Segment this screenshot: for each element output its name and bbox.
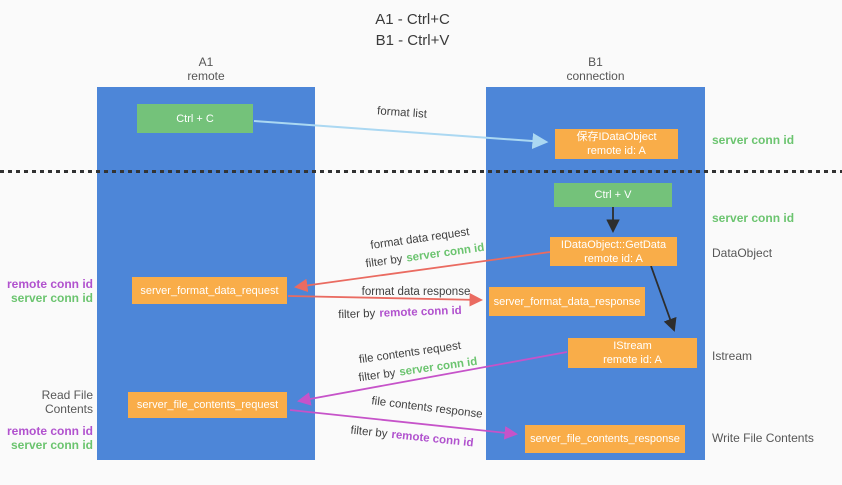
node-istream-line2: remote id: A xyxy=(603,354,662,366)
left-remote-conn-id-1: remote conn id xyxy=(6,277,93,291)
node-format-request-label: server_format_data_request xyxy=(140,284,279,297)
edge-label-format-data-response: format data response xyxy=(361,286,471,298)
lifeline-header-b1: B1 connection xyxy=(486,55,705,83)
lifeline-a1-name: A1 xyxy=(198,55,214,69)
node-getdata-line1: IDataObject::GetData xyxy=(560,238,667,251)
arrow-format-data-request xyxy=(293,251,551,293)
node-file-response-label: server_file_contents_response xyxy=(530,433,680,445)
clipboard-boundary-divider xyxy=(0,170,842,173)
node-format-response-label: server_format_data_response xyxy=(493,295,641,308)
arrow-file-contents-request xyxy=(297,351,568,406)
node-getdata-line2: remote id: A xyxy=(584,252,643,265)
left-remote-conn-id-2: remote conn id xyxy=(6,424,93,438)
node-server-format-data-response: server_format_data_response xyxy=(489,287,645,316)
node-istream: IStream remote id: A xyxy=(568,338,697,368)
node-server-file-contents-response: server_file_contents_response xyxy=(525,425,685,453)
arrow-format-list xyxy=(253,120,549,150)
node-server-format-data-request: server_format_data_request xyxy=(132,277,287,304)
node-idataobject-getdata: IDataObject::GetData remote id: A xyxy=(550,237,677,266)
title-line-b1: B1 - Ctrl+V xyxy=(375,32,450,49)
node-ctrl-v: Ctrl + V xyxy=(554,183,672,207)
right-write-file-contents: Write File Contents xyxy=(712,431,814,445)
title-line-a1: A1 - Ctrl+C xyxy=(375,11,450,28)
node-save-idataobject-line1: 保存IDataObject xyxy=(576,131,657,143)
node-server-file-contents-request: server_file_contents_request xyxy=(128,392,287,418)
node-istream-line1: IStream xyxy=(613,340,652,352)
right-server-conn-id-1: server conn id xyxy=(712,133,795,147)
right-server-conn-id-2: server conn id xyxy=(712,211,795,225)
node-save-idataobject-line2: remote id: A xyxy=(587,145,646,157)
left-server-conn-id-2: server conn id xyxy=(10,438,93,452)
arrow-file-contents-response xyxy=(289,409,519,440)
filter-prefix-2: filter by xyxy=(338,307,376,322)
arrow-format-data-response xyxy=(287,293,484,307)
right-dataobject-label: DataObject xyxy=(712,246,773,260)
left-label-read-file-contents: Read File Contents remote conn id server… xyxy=(0,388,93,452)
diagram-title: A1 - Ctrl+C B1 - Ctrl+V xyxy=(330,9,495,51)
node-save-idataobject: 保存IDataObject remote id: A xyxy=(555,129,678,159)
left-read-file-contents: Read File Contents xyxy=(41,388,93,416)
node-ctrl-c: Ctrl + C xyxy=(137,104,253,133)
node-ctrl-v-label: Ctrl + V xyxy=(594,189,632,201)
node-ctrl-c-label: Ctrl + C xyxy=(176,112,214,125)
arrow-getdata-to-istream xyxy=(650,265,677,332)
lifeline-b1-subtitle: connection xyxy=(566,69,625,83)
right-istream-label: Istream xyxy=(712,349,753,363)
lifeline-header-a1: A1 remote xyxy=(97,55,315,83)
left-server-conn-id-1: server conn id xyxy=(10,291,93,305)
lifeline-b1-name: B1 xyxy=(588,55,603,69)
lifeline-a1-subtitle: remote xyxy=(187,69,225,83)
left-label-conn-ids-format: remote conn id server conn id xyxy=(0,277,93,305)
node-file-request-label: server_file_contents_request xyxy=(136,399,279,411)
